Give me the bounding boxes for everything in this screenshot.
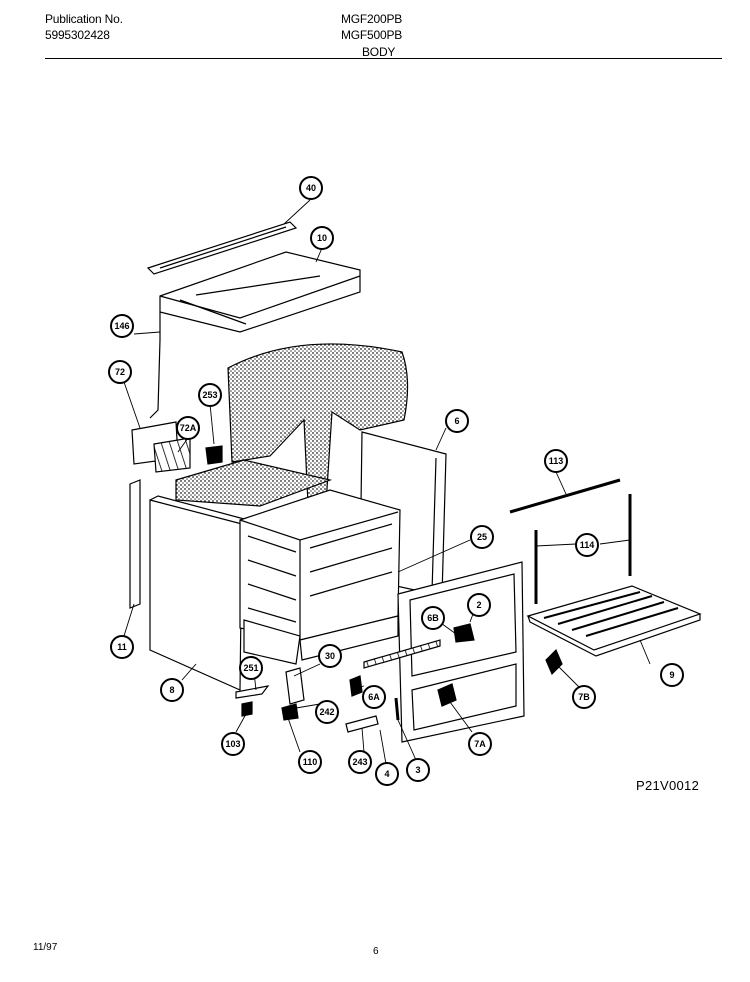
callout-10: 10	[317, 233, 327, 243]
rack-rail	[509, 478, 621, 514]
igniter	[281, 703, 299, 721]
callout-circle-7B	[572, 685, 596, 709]
callout-9: 9	[669, 670, 674, 680]
callout-3: 3	[415, 765, 420, 775]
diagram-code: P21V0012	[636, 778, 700, 793]
callout-circle-7A	[468, 732, 492, 756]
callout-242: 242	[319, 707, 334, 717]
callout-circle-251	[239, 656, 263, 680]
wire-harness	[149, 312, 161, 419]
callout-circle-6	[445, 409, 469, 433]
callout-circle-11	[110, 635, 134, 659]
callout-circle-72A	[176, 416, 200, 440]
callout-8: 8	[169, 685, 174, 695]
top-panel	[159, 251, 361, 333]
callout-2: 2	[476, 600, 481, 610]
oven-rack	[526, 585, 702, 657]
callout-243: 243	[352, 757, 367, 767]
callout-circle-146	[110, 314, 134, 338]
callout-circle-2	[467, 593, 491, 617]
callout-circle-242	[315, 700, 339, 724]
callout-253: 253	[202, 390, 217, 400]
callout-146: 146	[114, 321, 129, 331]
spring	[349, 675, 363, 697]
door-hinge	[394, 697, 400, 721]
callout-circle-6A	[362, 685, 386, 709]
section-title: BODY	[362, 45, 396, 59]
callout-72A: 72A	[180, 423, 197, 433]
callout-7A: 7A	[474, 739, 486, 749]
callout-4: 4	[384, 769, 389, 779]
callout-40: 40	[306, 183, 316, 193]
oven-liner	[239, 489, 401, 665]
callout-103: 103	[225, 739, 240, 749]
door-catch	[453, 623, 475, 643]
callout-6: 6	[454, 416, 459, 426]
burner-bracket	[235, 685, 270, 699]
callout-25: 25	[477, 532, 487, 542]
callout-113: 113	[549, 456, 564, 466]
callout-72: 72	[115, 367, 125, 377]
heat-shield	[345, 715, 379, 733]
callout-circle-30	[318, 644, 342, 668]
callout-circle-113	[544, 449, 568, 473]
callout-6A: 6A	[368, 692, 380, 702]
leader-lines	[123, 199, 651, 765]
model-number-2: MGF500PB	[341, 28, 403, 42]
callout-circle-25	[470, 525, 494, 549]
callout-circle-114	[575, 533, 599, 557]
callout-114: 114	[580, 540, 595, 550]
burner-tube	[285, 667, 305, 705]
header-rule	[45, 58, 722, 59]
callout-circle-243	[348, 750, 372, 774]
control-bracket-insert	[153, 437, 191, 473]
callout-circle-3	[406, 758, 430, 782]
callout-11: 11	[117, 642, 127, 652]
callout-circle-110	[298, 750, 322, 774]
rack-clip	[545, 648, 563, 676]
page-number: 6	[373, 946, 379, 957]
callout-7B: 7B	[578, 692, 590, 702]
callout-circle-9	[660, 663, 684, 687]
rear-top-rail	[146, 221, 298, 275]
grommet	[205, 445, 223, 465]
callout-circle-103	[221, 732, 245, 756]
callout-labels: 40 10 146 72 253 72A 6 113 114 11 8 25 2…	[108, 176, 684, 786]
left-trim-strip	[129, 479, 141, 609]
callout-circle-253	[198, 383, 222, 407]
callout-circle-4	[375, 762, 399, 786]
hinge-bar	[363, 639, 441, 669]
callout-110: 110	[303, 757, 318, 767]
callout-circle-10	[310, 226, 334, 250]
side-panel	[149, 499, 243, 691]
publication-label: Publication No.	[45, 12, 123, 26]
callout-circle-72	[108, 360, 132, 384]
publication-number: 5995302428	[45, 28, 110, 42]
callout-30: 30	[325, 651, 335, 661]
door-handle-bracket	[437, 683, 457, 707]
callout-6B: 6B	[427, 613, 439, 623]
orifice	[241, 701, 253, 717]
callout-circle-8	[160, 678, 184, 702]
footer-date: 11/97	[33, 942, 58, 953]
insulation-bottom	[175, 459, 333, 507]
oven-insulation	[227, 343, 409, 505]
callout-251: 251	[243, 663, 258, 673]
callout-circle-40	[299, 176, 323, 200]
callout-circle-6B	[421, 606, 445, 630]
model-number-1: MGF200PB	[341, 12, 403, 26]
